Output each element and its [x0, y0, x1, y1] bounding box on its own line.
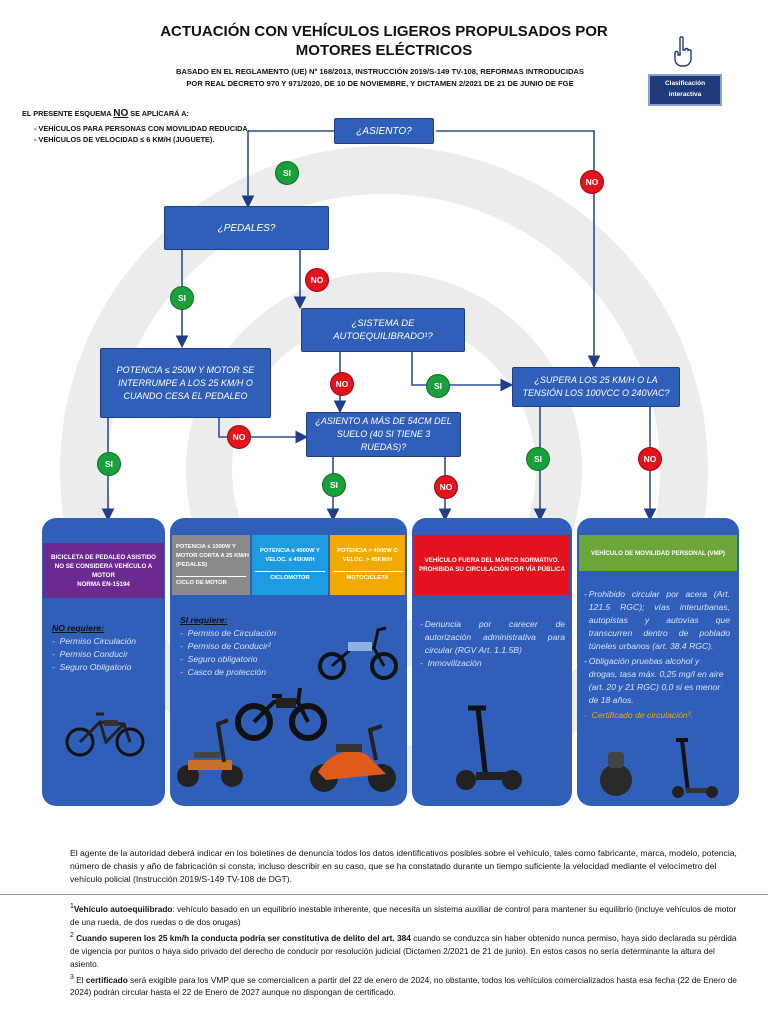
panel-vmp-header: VEHÍCULO DE MOVILIDAD PERSONAL (VMP) [579, 535, 737, 571]
no-marker: NO [330, 372, 354, 396]
no-marker: NO [227, 425, 251, 449]
panel-fuera-header: VEHÍCULO FUERA DEL MARCO NORMATIVO. PROH… [414, 535, 570, 595]
moped-image [177, 718, 243, 787]
no-marker: NO [305, 268, 329, 292]
motocicleta-header: POTENCIA > 4000W O VELOC. > 45KM/H MOTOC… [330, 535, 405, 595]
no-marker: NO [434, 475, 458, 499]
yes-marker: SI [322, 473, 346, 497]
fat-bike-image [235, 687, 327, 741]
footnote-2: 2 Cuando superen los 25 km/h la conducta… [70, 931, 737, 969]
node-asiento[interactable]: ¿ASIENTO? [334, 118, 434, 144]
exclusion-item: - VEHÍCULOS PARA PERSONAS CON MOVILIDAD … [34, 124, 250, 133]
unicycle-image [600, 752, 632, 796]
ebike-image [65, 712, 145, 757]
yes-marker: SI [275, 161, 299, 185]
exclusions-note: EL PRESENTE ESQUEMA NO SE APLICARÁ A: - … [22, 108, 254, 145]
exclusion-item: - VEHÍCULOS DE VELOCIDAD ≤ 6 KM/H (JUGUE… [34, 135, 215, 144]
node-altura[interactable]: ¿ASIENTO A MÁS DE 54CM DEL SUELO (40 SI … [306, 412, 461, 457]
pointer-hand-icon[interactable] [670, 36, 696, 68]
node-pedales[interactable]: ¿PEDALES? [164, 206, 329, 250]
page-title: ACTUACIÓN CON VEHÍCULOS LIGEROS PROPULSA… [160, 23, 608, 59]
no-marker: NO [580, 170, 604, 194]
node-potencia[interactable]: POTENCIA ≤ 250W Y MOTOR SE INTERRUMPE A … [100, 348, 271, 418]
footnote-1: 1Vehículo autoequilibrado: vehículo basa… [70, 903, 737, 927]
yes-marker: SI [426, 374, 450, 398]
ciclomotor-header: POTENCIA ≤ 4000W Y VELOC. ≤ 45KM/H CICLO… [252, 535, 328, 595]
footnotes: 1Vehículo autoequilibrado: vehículo basa… [70, 900, 742, 999]
electric-scooter-image [456, 705, 522, 790]
agent-instructions: El agente de la autoridad deberá indicar… [70, 848, 737, 884]
vmp-certificate: Certificado de circulación³. [591, 710, 693, 720]
node-autoequilibrado[interactable]: ¿SISTEMA DE AUTOEQUILIBRADO¹? [301, 308, 465, 352]
panel-bicicleta-header: BICICLETA DE PEDALEO ASISTIDO NO SE CONS… [43, 543, 164, 598]
yes-marker: SI [170, 286, 194, 310]
panel-vmp-items: - Prohibido circular por acera (Art. 121… [584, 589, 730, 720]
panel-ciclomotor-requirements: SI requiere: - Permiso de Circulación - … [180, 615, 276, 677]
panel-bicicleta-requirements: NO requiere: - Permiso Circulación - Per… [52, 623, 137, 672]
electric-motorbike-image [318, 626, 398, 680]
footnote-3: 3 El certificado será exigible para los … [70, 973, 737, 998]
footnote-divider [0, 894, 768, 895]
kick-scooter-image [672, 738, 718, 798]
no-marker: NO [638, 447, 662, 471]
page-subtitle: BASADO EN EL REGLAMENTO (UE) Nº 168/2013… [175, 67, 584, 88]
yes-marker: SI [97, 452, 121, 476]
node-supera[interactable]: ¿SUPERA LOS 25 KM/H O LA TENSIÓN LOS 100… [512, 367, 680, 407]
ciclo-motor-header: POTENCIA ≤ 1000W Y MOTOR CORTA A 25 KM/H… [172, 535, 250, 595]
interactive-classification-button[interactable]: Clasificación interactiva [648, 74, 722, 106]
panel-fuera-items: - Denuncia por carecer de autorización a… [420, 619, 565, 668]
citycoco-scooter-image [310, 724, 396, 792]
yes-marker: SI [526, 447, 550, 471]
